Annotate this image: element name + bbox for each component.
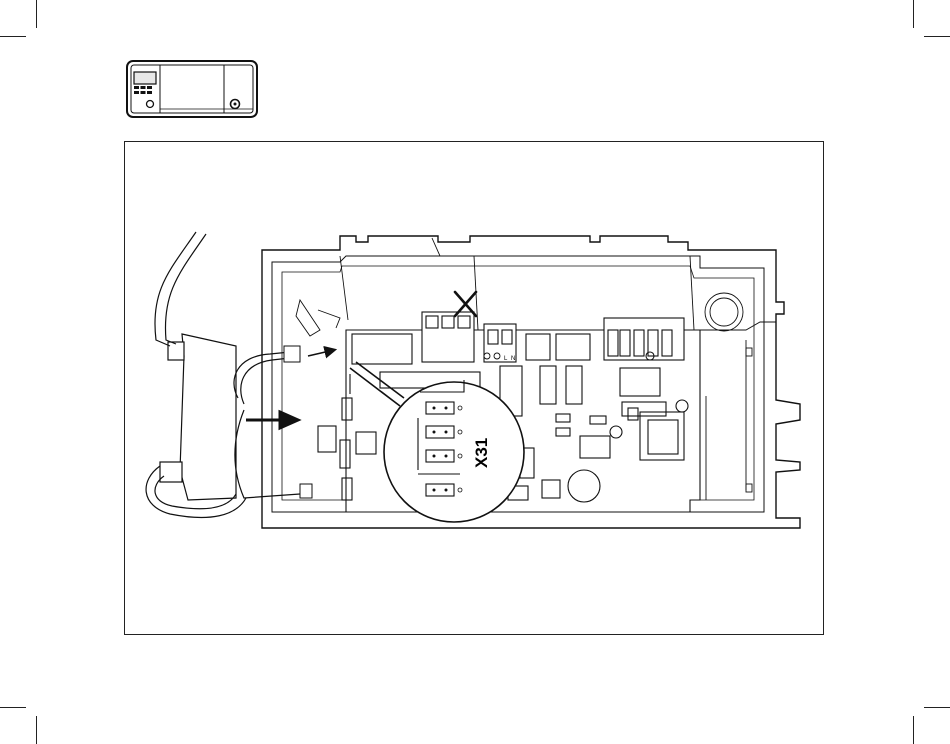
- module-board: [160, 334, 236, 500]
- mains-terminal-label-n: N: [511, 356, 515, 362]
- plug-arrow-icon: [308, 350, 334, 356]
- connector-label-x31: X31: [472, 438, 491, 468]
